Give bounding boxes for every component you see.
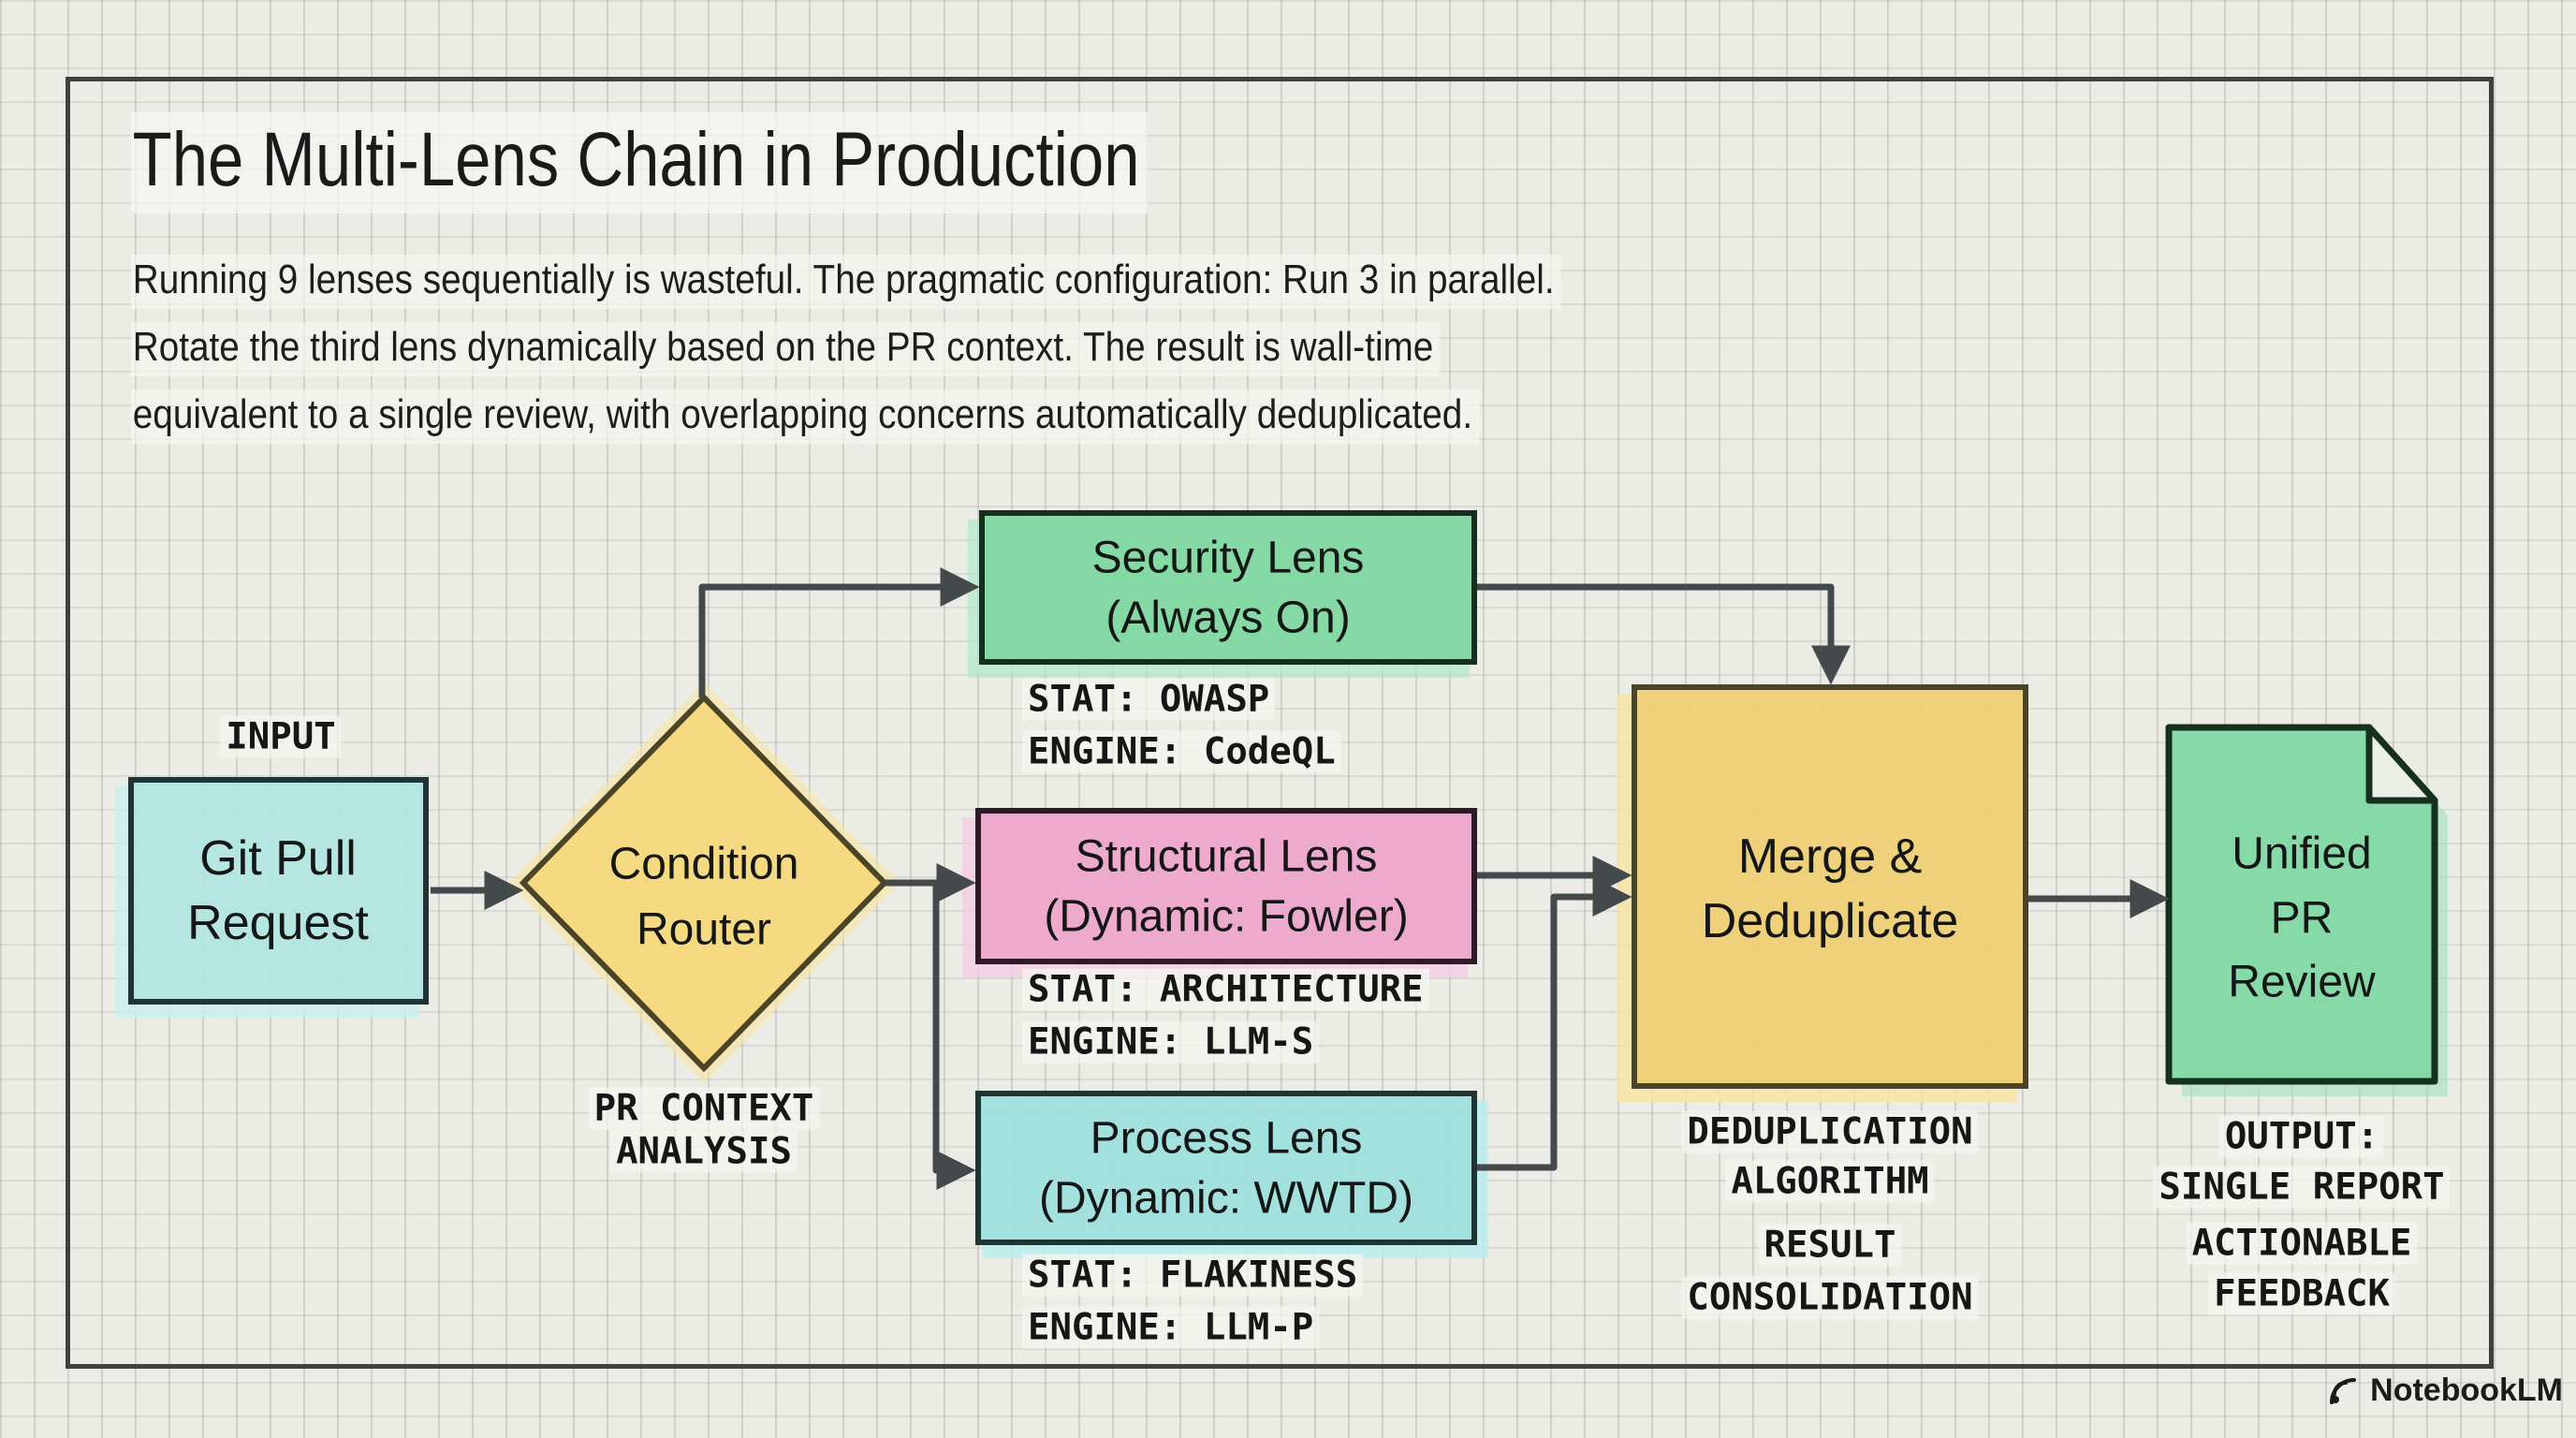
merge-caption-line2: ALGORITHM [1725,1160,1935,1203]
process-engine-caption: ENGINE: LLM-P [1022,1306,1320,1349]
document-fold-corner [2365,724,2438,804]
process-node-label-line2: (Dynamic: WWTD) [1039,1173,1413,1224]
structural-engine-caption: ENGINE: LLM-S [1022,1020,1320,1064]
output-caption-line2: SINGLE REPORT [2153,1166,2451,1209]
node-structural-lens [975,808,1477,964]
security-node-label-line1: Security Lens [1091,533,1365,583]
router-node-label-line2: Router [636,904,772,955]
output-caption-line4: FEEDBACK [2208,1272,2395,1315]
merge-node-label-line1: Merge & [1737,829,1923,884]
security-node-label-line2: (Always On) [1105,593,1351,643]
arrow-security-to-merge [1477,583,1851,685]
page-title: The Multi-Lens Chain in Production [131,112,1341,213]
watermark-label: NotebookLM [2370,1372,2563,1408]
git-node-label-line2: Request [187,896,369,950]
structural-node-label-line2: (Dynamic: Fowler) [1044,891,1409,942]
git-node-label-line1: Git Pull [199,831,357,886]
merge-caption-line1: DEDUPLICATION [1681,1110,1979,1153]
output-node-label-line2: PR [2270,893,2334,944]
arrow-router-to-process [932,883,976,1190]
input-caption: INPUT [220,715,342,758]
arrow-process-to-merge [1477,877,1632,1171]
merge-caption-line3: RESULT [1758,1224,1902,1267]
node-git-pull-request [128,777,429,1005]
node-process-lens [975,1091,1477,1245]
description-line-1: Running 9 lenses sequentially is wastefu… [131,255,1756,309]
structural-stat-caption: STAT: ARCHITECTURE [1022,968,1429,1011]
process-stat-caption: STAT: FLAKINESS [1022,1254,1364,1297]
output-caption-line1: OUTPUT: [2218,1115,2385,1158]
output-caption-line3: ACTIONABLE [2186,1222,2418,1265]
router-caption-line2: ANALYSIS [610,1130,798,1173]
security-stat-caption: STAT: OWASP [1022,678,1276,721]
arrow-router-to-security [698,567,980,697]
description-line-3: equivalent to a single review, with over… [131,389,1663,444]
merge-node-label-line2: Deduplicate [1701,894,1959,948]
merge-caption-line4: CONSOLIDATION [1681,1276,1979,1319]
output-node-label-line1: Unified [2232,829,2372,879]
node-merge-deduplicate [1632,684,2028,1089]
process-node-label-line1: Process Lens [1090,1113,1363,1164]
watermark: NotebookLM [2325,1372,2563,1409]
notebooklm-logo-icon [2330,1377,2357,1404]
router-node-label-line1: Condition [608,839,799,889]
structural-node-label-line1: Structural Lens [1075,831,1378,882]
security-engine-caption: ENGINE: CodeQL [1022,730,1341,773]
node-security-lens [979,510,1477,665]
output-node-label-line3: Review [2228,957,2376,1007]
router-caption-line1: PR CONTEXT [588,1087,820,1130]
description-line-2: Rotate the third lens dynamically based … [131,322,1618,376]
